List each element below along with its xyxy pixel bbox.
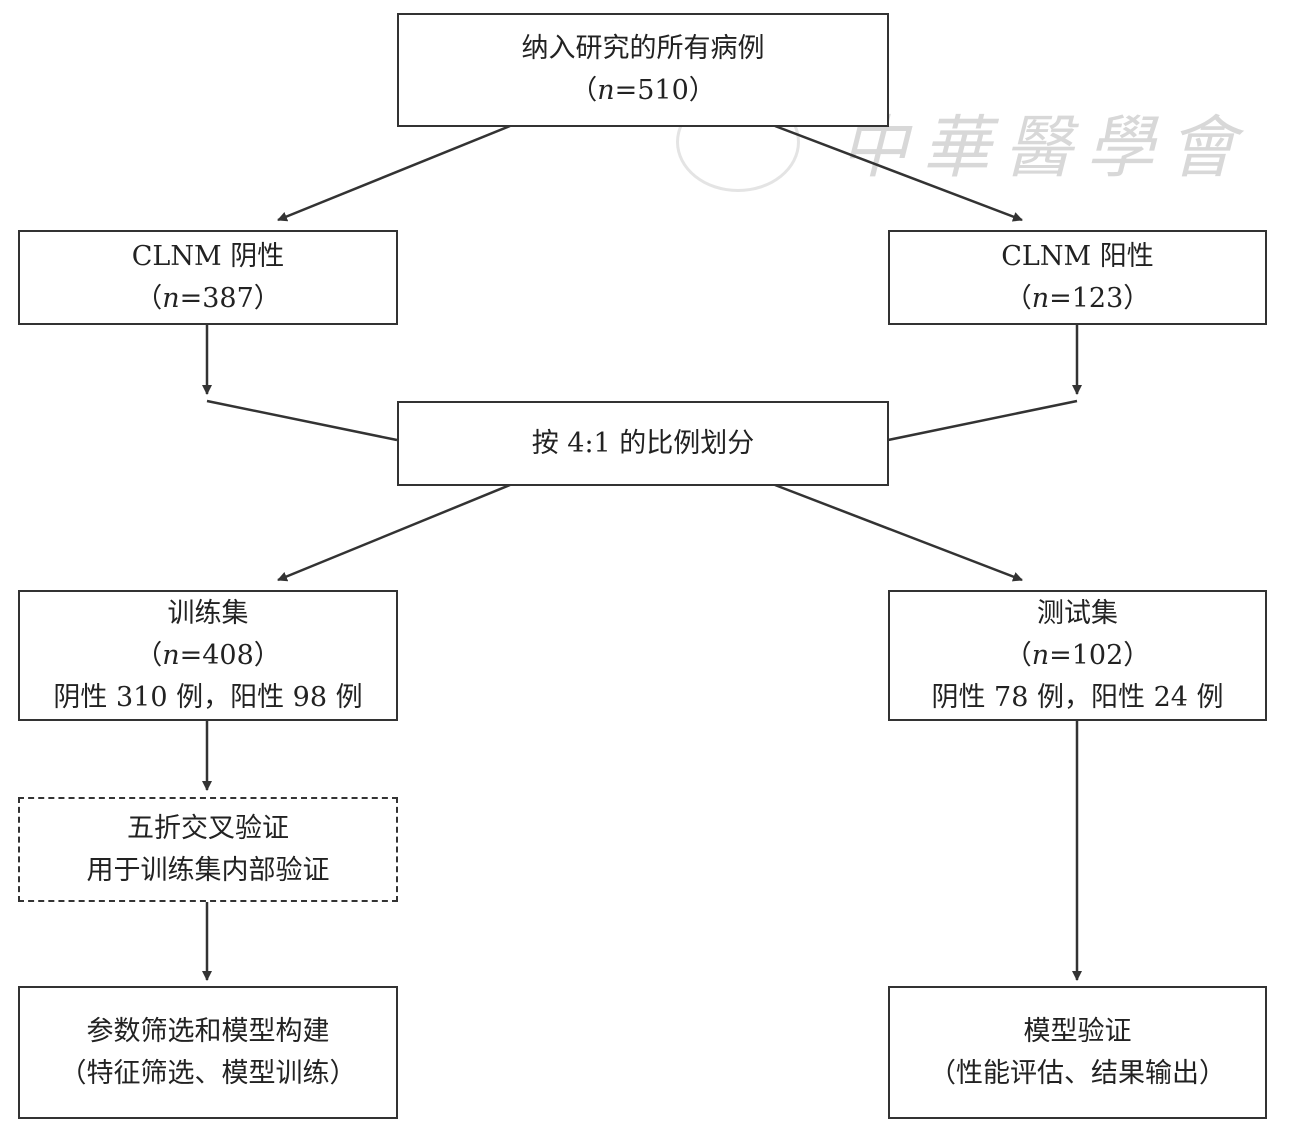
arrow-split-to-test [774,483,1023,582]
node-split: 按 4:1 的比例划分 [397,401,889,486]
node-count: （n=510） [570,75,716,106]
node-description: （特征筛选、模型训练） [59,1057,357,1089]
node-label: 参数筛选和模型构建 [86,1015,330,1047]
node-label: CLNM 阳性 [1001,240,1154,272]
node-cross-validation: 五折交叉验证 用于训练集内部验证 [18,797,398,902]
node-label: 测试集 [1037,597,1118,629]
node-label: 纳入研究的所有病例 [521,33,765,64]
node-test-set: 测试集 （n=102） 阴性 78 例，阳性 24 例 [888,590,1267,721]
line-neg-to-split [206,399,398,442]
arrow-all-to-pos [774,124,1023,222]
arrow-split-to-train [277,483,511,582]
node-breakdown: 阴性 78 例，阳性 24 例 [931,681,1224,713]
node-count: （n=408） [135,639,281,671]
node-description: 用于训练集内部验证 [86,854,330,886]
node-clnm-positive: CLNM 阳性 （n=123） [888,230,1267,325]
node-model-building: 参数筛选和模型构建 （特征筛选、模型训练） [18,986,398,1119]
node-label: 模型验证 [1023,1015,1132,1047]
node-clnm-negative: CLNM 阴性 （n=387） [18,230,398,325]
node-description: （性能评估、结果输出） [929,1057,1226,1089]
node-label: 五折交叉验证 [127,812,289,844]
node-count: （n=387） [135,282,281,314]
node-model-validation: 模型验证 （性能评估、结果输出） [888,986,1267,1119]
node-label: 按 4:1 的比例划分 [531,427,755,459]
node-count: （n=102） [1004,639,1151,671]
node-breakdown: 阴性 310 例，阳性 98 例 [53,681,363,713]
arrow-all-to-neg [277,124,511,222]
node-all-cases: 纳入研究的所有病例 （n=510） [397,13,889,127]
node-training-set: 训练集 （n=408） 阴性 310 例，阳性 98 例 [18,590,398,721]
node-label: CLNM 阴性 [131,240,285,272]
node-label: 训练集 [167,597,249,629]
line-pos-to-split [887,399,1078,442]
node-count: （n=123） [1004,282,1151,314]
